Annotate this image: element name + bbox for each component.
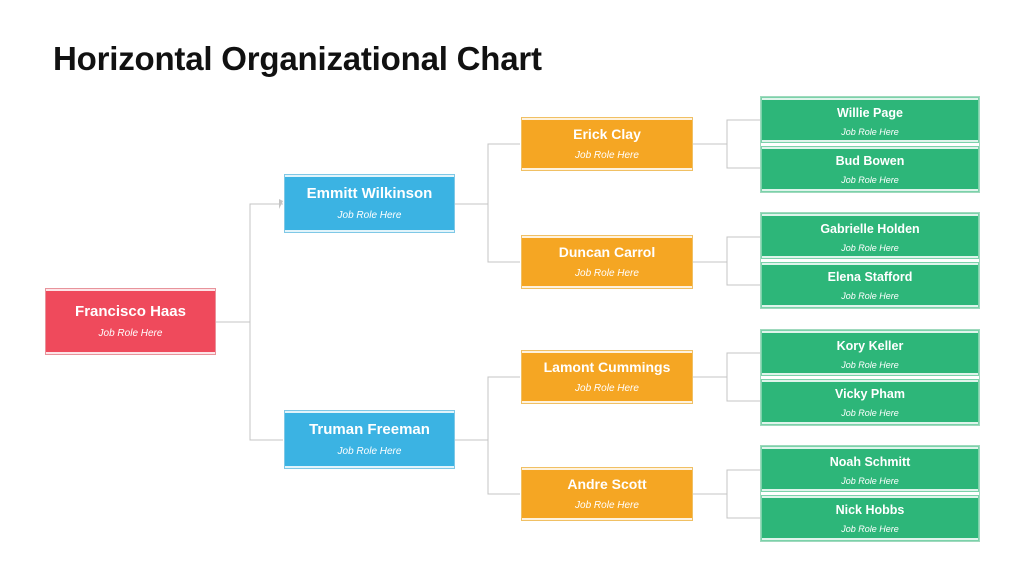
connector-andre-l3 — [693, 469, 760, 519]
node-level3[interactable]: Vicky Pham Job Role Here — [761, 379, 979, 425]
node-name: Truman Freeman — [309, 421, 430, 439]
connector-root-l1 — [216, 203, 283, 441]
node-level3[interactable]: Gabrielle Holden Job Role Here — [761, 213, 979, 259]
node-role: Job Role Here — [841, 242, 899, 253]
node-role: Job Role Here — [575, 267, 639, 279]
node-role: Job Role Here — [841, 523, 899, 534]
node-role: Job Role Here — [841, 407, 899, 418]
connector-emmitt-l2 — [455, 143, 520, 263]
node-name: Bud Bowen — [835, 154, 905, 168]
node-role: Job Role Here — [841, 475, 899, 486]
node-level3[interactable]: Nick Hobbs Job Role Here — [761, 495, 979, 541]
connector-lamont-l3 — [693, 352, 760, 402]
node-role: Job Role Here — [841, 290, 899, 301]
node-role: Job Role Here — [575, 382, 639, 394]
node-name: Vicky Pham — [835, 387, 905, 401]
node-role: Job Role Here — [841, 359, 899, 370]
node-level3[interactable]: Willie Page Job Role Here — [761, 97, 979, 143]
node-name: Kory Keller — [836, 339, 904, 353]
node-role: Job Role Here — [841, 126, 899, 137]
page-title: Horizontal Organizational Chart — [53, 40, 542, 77]
node-name: Francisco Haas — [75, 303, 186, 321]
node-role: Job Role Here — [575, 499, 639, 511]
node-name: Duncan Carrol — [558, 244, 656, 261]
node-level2[interactable]: Duncan Carrol Job Role Here — [521, 235, 693, 289]
node-level2[interactable]: Erick Clay Job Role Here — [521, 117, 693, 171]
connector-duncan-l3 — [693, 236, 760, 286]
node-name: Lamont Cummings — [543, 359, 671, 376]
node-name: Emmitt Wilkinson — [306, 185, 433, 203]
node-level3[interactable]: Kory Keller Job Role Here — [761, 330, 979, 376]
node-level3[interactable]: Bud Bowen Job Role Here — [761, 146, 979, 192]
node-role: Job Role Here — [337, 445, 402, 457]
node-name: Nick Hobbs — [835, 503, 905, 517]
arrowhead — [279, 199, 283, 209]
node-role: Job Role Here — [98, 327, 163, 339]
node-root[interactable]: Francisco Haas Job Role Here — [45, 288, 216, 355]
node-name: Elena Stafford — [827, 270, 913, 284]
connector-truman-l2 — [455, 376, 520, 495]
node-level3[interactable]: Noah Schmitt Job Role Here — [761, 446, 979, 492]
node-name: Andre Scott — [567, 476, 647, 493]
node-level1[interactable]: Emmitt Wilkinson Job Role Here — [284, 174, 455, 233]
node-level3[interactable]: Elena Stafford Job Role Here — [761, 262, 979, 308]
node-role: Job Role Here — [575, 149, 639, 161]
node-name: Erick Clay — [573, 126, 641, 143]
node-role: Job Role Here — [841, 174, 899, 185]
node-level2[interactable]: Lamont Cummings Job Role Here — [521, 350, 693, 404]
node-name: Gabrielle Holden — [820, 222, 920, 236]
node-level1[interactable]: Truman Freeman Job Role Here — [284, 410, 455, 469]
node-level2[interactable]: Andre Scott Job Role Here — [521, 467, 693, 521]
node-name: Willie Page — [837, 106, 903, 120]
node-role: Job Role Here — [337, 209, 402, 221]
node-name: Noah Schmitt — [829, 455, 911, 469]
connector-erick-l3 — [693, 119, 760, 169]
